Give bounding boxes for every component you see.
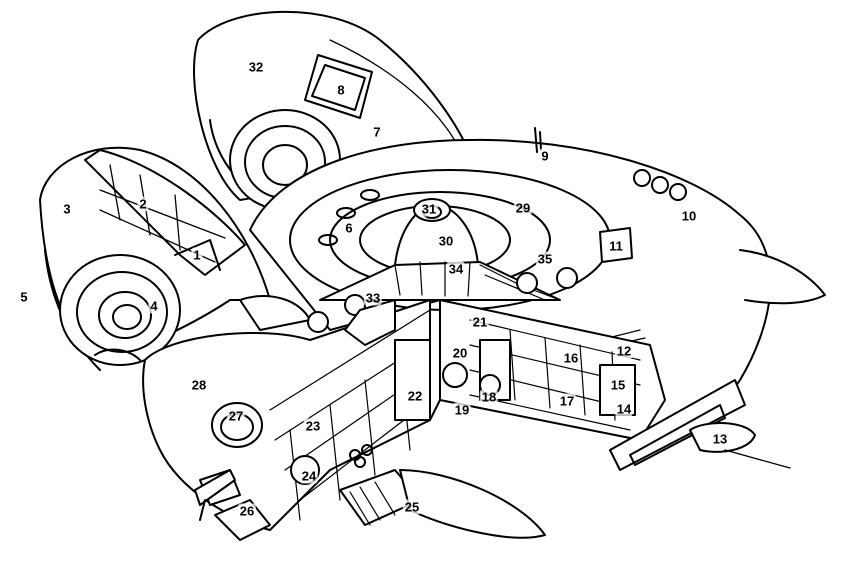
callout-1: 1 <box>191 247 203 263</box>
callout-26: 26 <box>237 503 257 519</box>
callout-11: 11 <box>607 238 625 254</box>
callout-31: 31 <box>419 201 439 217</box>
callout-12: 12 <box>614 343 634 359</box>
callout-21: 21 <box>470 314 490 330</box>
callout-27: 27 <box>226 408 246 424</box>
callout-29: 29 <box>513 200 533 216</box>
callout-24: 24 <box>299 468 319 484</box>
callout-2: 2 <box>137 196 149 212</box>
callout-13: 13 <box>710 431 730 447</box>
callout-7: 7 <box>371 124 383 140</box>
callout-33: 33 <box>363 290 383 306</box>
callout-28: 28 <box>189 377 209 393</box>
front-cannon <box>339 469 546 539</box>
callout-10: 10 <box>679 208 699 224</box>
callout-17: 17 <box>557 393 577 409</box>
callout-22: 22 <box>405 388 425 404</box>
lower-left-section <box>142 299 431 541</box>
callout-35: 35 <box>535 251 555 267</box>
callout-8: 8 <box>335 82 347 98</box>
callout-32: 32 <box>246 59 266 75</box>
callout-34: 34 <box>446 261 466 277</box>
callout-20: 20 <box>450 345 470 361</box>
callout-30: 30 <box>436 233 456 249</box>
front-nacelle <box>39 146 311 371</box>
callout-3: 3 <box>61 201 73 217</box>
callout-16: 16 <box>561 350 581 366</box>
lower-fin <box>94 348 236 521</box>
callout-18: 18 <box>479 389 499 405</box>
callout-5: 5 <box>18 289 30 305</box>
callout-15: 15 <box>608 377 628 393</box>
callout-4: 4 <box>148 298 160 314</box>
callout-14: 14 <box>614 401 634 417</box>
callout-23: 23 <box>303 418 323 434</box>
callout-9: 9 <box>539 148 551 164</box>
callout-19: 19 <box>452 402 472 418</box>
callout-6: 6 <box>343 220 355 236</box>
callout-25: 25 <box>402 499 422 515</box>
